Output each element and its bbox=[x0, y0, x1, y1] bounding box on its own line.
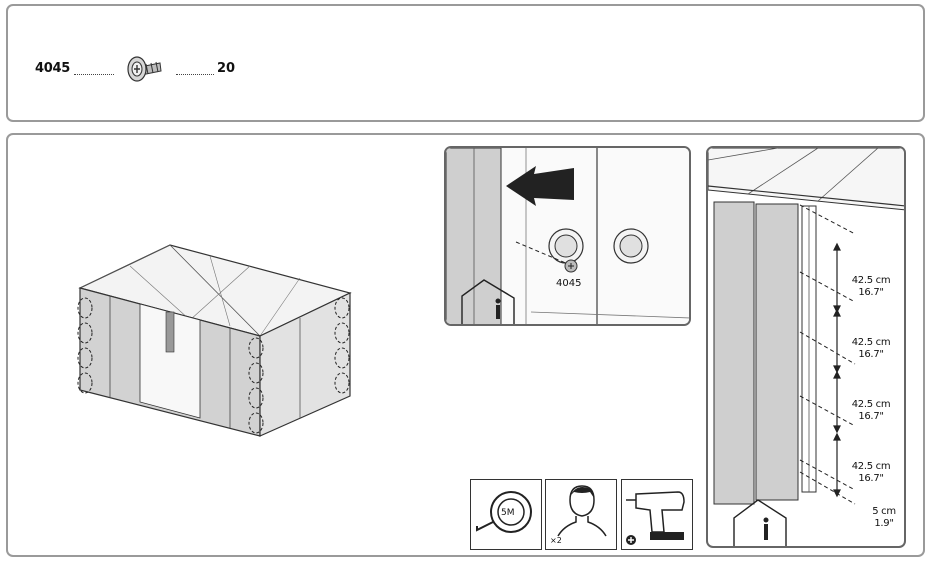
measurement-1-inch: 16.7" bbox=[858, 287, 884, 298]
two-people-box: ×2 bbox=[545, 479, 617, 550]
leader-dots-right bbox=[176, 74, 214, 75]
dimension-lines bbox=[799, 204, 856, 505]
measurement-5-inch: 1.9" bbox=[874, 518, 894, 529]
measurement-5-cm: 5 cm bbox=[872, 506, 896, 517]
part-code: 4045 bbox=[35, 61, 70, 76]
measurement-2-inch: 16.7" bbox=[858, 349, 884, 360]
measurement-5: 5 cm 1.9" bbox=[866, 506, 902, 530]
measurement-4-cm: 42.5 cm bbox=[851, 461, 891, 472]
leader-dots-left bbox=[74, 74, 114, 75]
measurement-4-inch: 16.7" bbox=[858, 473, 884, 484]
tape-measure-icon bbox=[476, 491, 532, 533]
drill-tool-box bbox=[621, 479, 693, 550]
measurement-panel bbox=[706, 146, 906, 548]
screw-callout-label: 4045 bbox=[556, 278, 582, 289]
wall-measurement-illustration bbox=[708, 148, 904, 546]
tape-measure-label: 5M bbox=[501, 508, 515, 518]
gazebo-overview-illustration bbox=[77, 244, 352, 437]
power-drill-icon bbox=[626, 491, 685, 545]
measurement-1: 42.5 cm 16.7" bbox=[848, 275, 894, 299]
detail-panel: 4045 bbox=[444, 146, 691, 326]
part-quantity: 20 bbox=[217, 61, 236, 76]
post-detail-illustration bbox=[446, 148, 689, 324]
person-icon bbox=[557, 485, 607, 537]
measurement-3: 42.5 cm 16.7" bbox=[848, 399, 894, 423]
tape-measure-tool-box: 5M bbox=[470, 479, 542, 550]
people-count-label: ×2 bbox=[550, 536, 562, 545]
parts-panel: 4045 20 bbox=[6, 4, 925, 122]
measurement-4: 42.5 cm 16.7" bbox=[848, 461, 894, 485]
measurement-2-cm: 42.5 cm bbox=[851, 337, 891, 348]
measurement-2: 42.5 cm 16.7" bbox=[848, 337, 894, 361]
measurement-3-inch: 16.7" bbox=[858, 411, 884, 422]
measurement-3-cm: 42.5 cm bbox=[851, 399, 891, 410]
screw-icon bbox=[127, 56, 162, 82]
measurement-1-cm: 42.5 cm bbox=[851, 275, 891, 286]
